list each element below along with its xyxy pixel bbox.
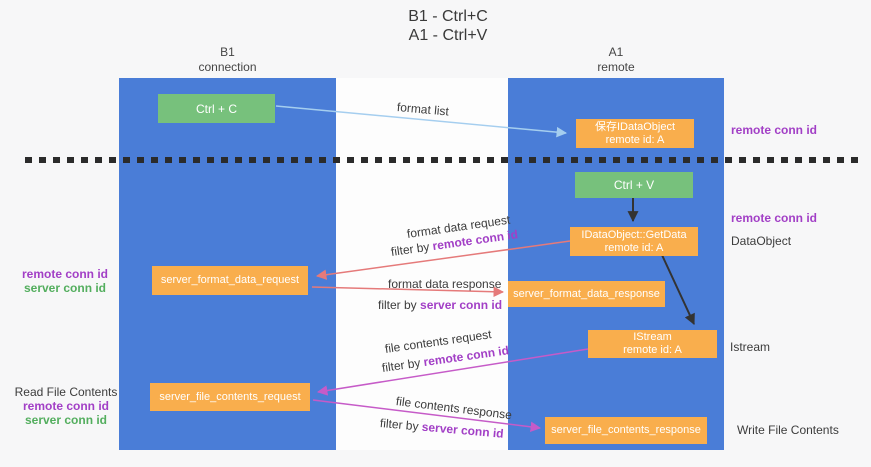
session-divider-dashed-line [25, 157, 861, 163]
server-conn-id-left-1: server conn id [23, 281, 107, 295]
server-file-contents-response-label: server_file_contents_response [551, 424, 701, 436]
remote-conn-id-right-top: remote conn id [731, 123, 818, 137]
lane-header-a1: A1 remote [508, 45, 724, 75]
arrow-format-data-response [311, 286, 505, 298]
format-data-response-label: format data response [388, 277, 502, 291]
read-file-contents-label: Read File Contents [14, 385, 118, 399]
arrow-format-data-request [315, 240, 571, 280]
ctrl-v-box: Ctrl + V [575, 172, 693, 198]
istream-line2: remote id: A [623, 344, 682, 356]
getdata-box: IDataObject::GetData remote id: A [570, 227, 698, 256]
server-conn-id-left-2: server conn id [24, 413, 108, 427]
dataobject-label: DataObject [731, 234, 792, 248]
istream-side-label: Istream [730, 340, 771, 354]
remote-conn-id-right-mid: remote conn id [731, 211, 818, 225]
format-data-response-filter-label: filter by server conn id [378, 298, 502, 312]
getdata-line1: IDataObject::GetData [581, 228, 687, 241]
title-line-1: B1 - Ctrl+C [408, 8, 488, 25]
server-file-contents-response-box: server_file_contents_response [545, 417, 707, 444]
server-file-contents-request-box: server_file_contents_request [150, 383, 310, 411]
lane-a1-name: A1 [608, 45, 624, 59]
lane-header-b1: B1 connection [119, 45, 336, 75]
server-format-data-response-label: server_format_data_response [513, 287, 660, 300]
lane-b1-subtitle: connection [198, 60, 257, 74]
lane-b1-name: B1 [220, 45, 235, 59]
server-format-data-response-box: server_format_data_response [508, 281, 665, 307]
left-conn-id-stack-top: remote conn id server conn id [20, 267, 110, 295]
server-file-contents-request-label: server_file_contents_request [159, 390, 301, 403]
filter-by-text-2: filter by [378, 298, 421, 312]
remote-conn-id-left-1: remote conn id [21, 267, 108, 281]
ctrl-v-label: Ctrl + V [613, 178, 655, 192]
save-idataobject-box: 保存IDataObject remote id: A [576, 119, 694, 148]
arrow-file-contents-request [316, 348, 589, 396]
channel-background [336, 78, 508, 450]
save-idataobject-line2: remote id: A [605, 133, 665, 146]
getdata-line2: remote id: A [604, 241, 664, 254]
server-conn-id-text-2: server conn id [420, 298, 503, 312]
save-idataobject-line1: 保存IDataObject [594, 120, 676, 133]
lane-a1-subtitle: remote [597, 60, 635, 74]
left-conn-id-stack-bottom: Read File Contents remote conn id server… [14, 385, 118, 427]
arrow-format-list [275, 105, 568, 138]
diagram-title: B1 - Ctrl+C A1 - Ctrl+V [358, 7, 538, 45]
remote-conn-id-left-2: remote conn id [22, 399, 109, 413]
arrow-file-contents-response [312, 399, 542, 433]
istream-line1: IStream [633, 331, 672, 343]
write-file-contents-label: Write File Contents [737, 423, 839, 437]
title-line-2: A1 - Ctrl+V [408, 27, 488, 44]
server-format-data-request-label: server_format_data_request [160, 274, 300, 286]
ctrl-c-box: Ctrl + C [158, 94, 275, 123]
ctrl-c-label: Ctrl + C [195, 101, 237, 116]
server-format-data-request-box: server_format_data_request [152, 266, 308, 295]
arrow-getdata-to-istream [661, 254, 695, 325]
istream-box: IStream remote id: A [588, 330, 717, 358]
